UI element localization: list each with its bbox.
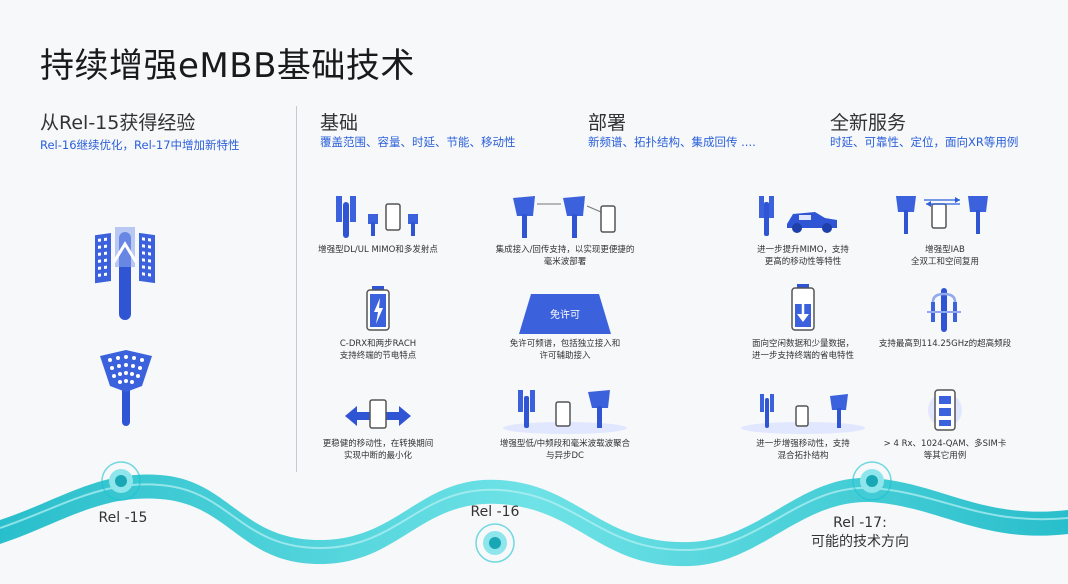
high-band-icon	[927, 288, 961, 332]
car-mimo-icon	[759, 196, 837, 236]
feature-caption: 增强型IAB 全双工和空间复用	[910, 245, 979, 267]
rel17-node	[852, 461, 892, 501]
col-sub-new-services: 时延、可靠性、定位，面向XR等用例	[830, 135, 1019, 149]
feature-idle-data: 面向空闲数据和少量数据， 进一步支持终端的省电特性	[718, 272, 888, 362]
feature-power-saving: C-DRX和两步RACH 支持终端的节电特点	[293, 272, 463, 362]
release-label-rel15: Rel -15	[98, 510, 148, 526]
col-sub-basic: 覆盖范围、容量、时延、节能、移动性	[320, 135, 516, 149]
col-sub-deploy: 新频谱、拓扑结构、集成回传 ....	[588, 135, 756, 149]
feature-multi-sim: > 4 Rx、1024-QAM、多SIM卡 等其它用例	[860, 372, 1030, 462]
col-heading-deploy: 部署	[588, 112, 627, 134]
release-label-rel17: Rel -17: 可能的技术方向	[811, 515, 909, 550]
left-heading: 从Rel-15获得经验	[40, 112, 196, 134]
feature-caption: 面向空闲数据和少量数据， 进一步支持终端的省电特性	[751, 339, 854, 361]
feature-caption: 进一步提升MIMO，支持 更高的移动性等特性	[757, 245, 849, 267]
rel16-node	[475, 523, 515, 563]
feature-hybrid-topology: 进一步增强移动性，支持 混合拓扑结构	[718, 372, 888, 462]
feature-iab: 增强型IAB 全双工和空间复用	[860, 178, 1030, 268]
section-divider	[296, 106, 297, 472]
feature-caption: 进一步增强移动性，支持 混合拓扑结构	[756, 439, 850, 461]
rel15-node	[101, 461, 141, 501]
integrated-backhaul-icon	[513, 196, 616, 238]
feature-caption: 增强型低/中频段和毫米波载波聚合 与异步DC	[499, 439, 631, 461]
unlicensed-badge: 免许可	[550, 310, 580, 321]
feature-caption: > 4 Rx、1024-QAM、多SIM卡 等其它用例	[883, 439, 1007, 461]
carrier-aggregation-icon	[503, 390, 627, 434]
unlicensed-icon: 免许可	[519, 294, 611, 334]
feature-caption: C-DRX和两步RACH 支持终端的节电特点	[339, 339, 417, 361]
feature-integrated-backhaul: 集成接入/回传支持，以实现更便捷的 毫米波部署	[480, 178, 650, 268]
col-heading-basic: 基础	[320, 112, 359, 134]
feature-mimo: 增强型DL/UL MIMO和多发射点	[293, 178, 463, 256]
low-battery-icon	[791, 284, 815, 331]
feature-car-mimo: 进一步提升MIMO，支持 更高的移动性等特性	[718, 178, 888, 268]
left-subheading: Rel-16继续优化，Rel-17中增加新特性	[40, 138, 240, 152]
col-heading-new-services: 全新服务	[830, 112, 907, 134]
feature-carrier-aggregation: 增强型低/中频段和毫米波载波聚合 与异步DC	[480, 372, 650, 462]
feature-unlicensed: 免许可 免许可频谱，包括独立接入和 许可辅助接入	[480, 272, 650, 362]
page-title: 持续增强eMBB基础技术	[40, 46, 415, 86]
feature-caption: 增强型DL/UL MIMO和多发射点	[318, 245, 438, 255]
feature-caption: 免许可频谱，包括独立接入和 许可辅助接入	[509, 339, 621, 361]
feature-robust-mobility: 更稳健的移动性，在转换期间 实现中断的最小化	[293, 372, 463, 462]
iab-icon	[896, 196, 988, 234]
battery-icon	[366, 286, 390, 331]
hybrid-topology-icon	[741, 394, 865, 434]
timeline-wave	[0, 474, 1068, 567]
mobility-arrows-icon	[345, 399, 411, 429]
mimo-antennas-icon	[336, 196, 418, 238]
cell-tower-icon	[95, 227, 155, 320]
feature-high-band: 支持最高到114.25GHz的超高频段	[860, 272, 1030, 350]
feature-caption: 更稳健的移动性，在转换期间 实现中断的最小化	[322, 439, 434, 461]
feature-caption: 支持最高到114.25GHz的超高频段	[878, 339, 1012, 349]
release-label-rel16: Rel -16	[470, 504, 520, 520]
mmwave-panel-icon	[100, 350, 152, 426]
feature-caption: 集成接入/回传支持，以实现更便捷的 毫米波部署	[495, 245, 635, 267]
multi-sim-icon	[928, 389, 962, 431]
